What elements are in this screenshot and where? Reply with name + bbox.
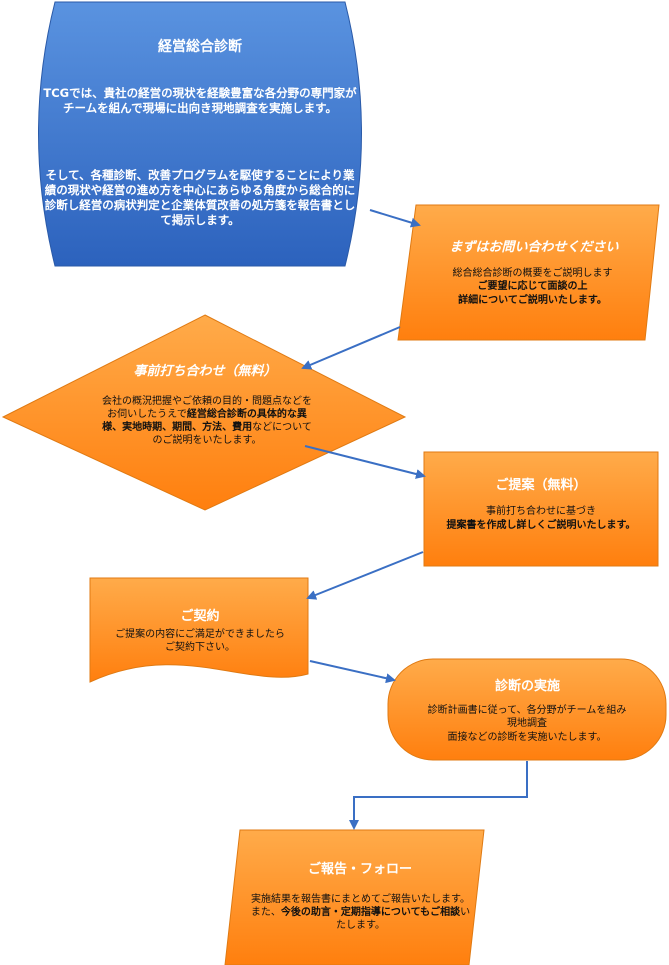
step6-box <box>224 829 485 965</box>
step3-title: ご提案（無料） <box>495 478 587 493</box>
connector-step1-step2 <box>301 326 401 370</box>
step1-line2: ご要望に応じて面談の上 <box>477 281 588 292</box>
step6-text-c: いたします。 <box>336 907 471 931</box>
step5-line3: 面接などの診断を実施いたします。 <box>447 732 607 743</box>
step2-text-a: 会社の概況把握やご依頼の目的・問題点などをお伺いしたうえで <box>102 396 312 420</box>
step1-title: まずはお問い合わせください <box>449 240 619 255</box>
step4-document <box>89 577 309 683</box>
step5-box <box>387 658 667 761</box>
step5-line1: 診断計画書に従って、各分野がチームを組み <box>427 705 627 716</box>
intro-box <box>38 1 362 267</box>
step2-title: 事前打ち合わせ（無料） <box>133 364 277 379</box>
connector-step5-step6 <box>349 761 528 830</box>
step5-line2: 現地調査 <box>507 718 547 729</box>
step2-text-b: 経営総合診断の具体的な異様、実地時期、期間、方法、費用 <box>102 409 307 433</box>
step2-text-c: などについてのご説明をいたします。 <box>152 422 312 446</box>
step5-title: 診断の実施 <box>494 679 560 694</box>
intro-paragraph-2: そして、各種診断、改善プログラムを駆使することにより業績の現状や経営の進め方を中… <box>44 168 356 227</box>
step1-line1: 総合総合診断の概要をご説明します <box>452 268 613 279</box>
step6-text-b: 今後の助言・定期指導についてもご相談 <box>280 907 461 918</box>
step6-text-a: 実施結果を報告書にまとめてご報告いたします。また、 <box>250 894 470 918</box>
connector-step2-step3 <box>304 445 426 479</box>
step3-line1: 事前打ち合わせに基づき <box>486 506 596 517</box>
connector-step3-step4 <box>306 551 424 600</box>
step4-line2: ご契約下さい。 <box>165 642 235 653</box>
step4-line1: ご提案の内容にご満足ができましたら <box>115 629 285 640</box>
step6-text: 実施結果を報告書にまとめてご報告いたします。また、今後の助言・定期指導についても… <box>248 893 473 932</box>
step4-title: ご契約 <box>180 609 220 624</box>
step3-line2: 提案書を作成し詳しくご説明いたします。 <box>446 520 636 531</box>
intro-title: 経営総合診断 <box>158 39 242 55</box>
intro-paragraph-1: TCGでは、貴社の経営の現状を経験豊富な各分野の専門家がチームを組んで現場に出向… <box>43 86 357 115</box>
step2-diamond <box>1 314 407 511</box>
step6-title: ご報告・フォロー <box>307 862 412 877</box>
step3-box <box>423 451 659 567</box>
step2-text: 会社の概況把握やご依頼の目的・問題点などをお伺いしたうえで経営総合診断の具体的な… <box>102 395 312 447</box>
connector-intro-step1 <box>369 209 421 228</box>
step1-line3: 詳細についてご説明いたします。 <box>458 295 607 306</box>
step1-box <box>397 204 660 341</box>
connector-step4-step5 <box>309 660 396 684</box>
